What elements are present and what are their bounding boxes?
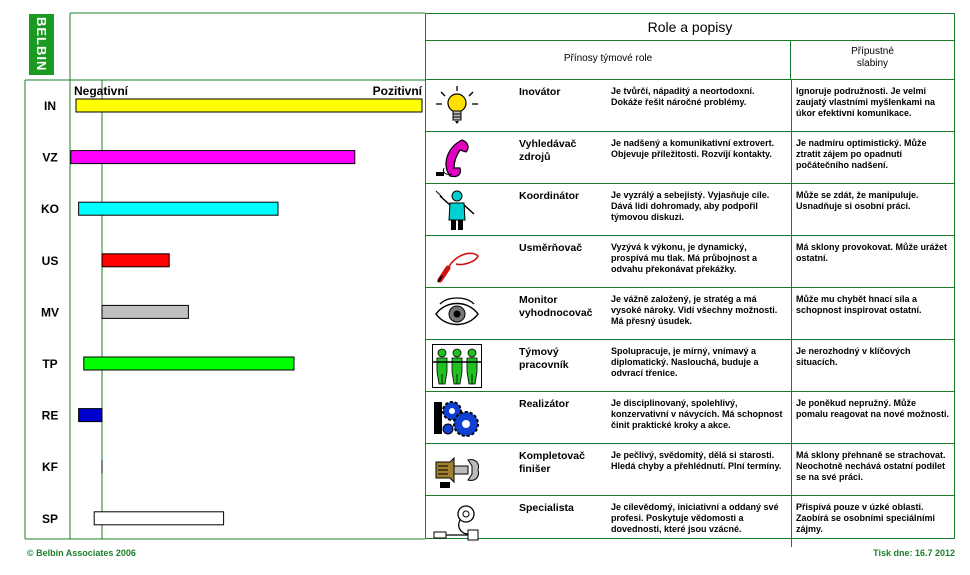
table-row: Realizátor Je disciplinovaný, spolehlivý,…	[426, 392, 954, 444]
col-header-weaknesses-line2: slabiny	[856, 58, 889, 69]
conductor-icon	[432, 188, 482, 232]
bar-re	[78, 408, 103, 423]
role-contribution: Je cílevědomý, iniciativní a oddaný své …	[611, 502, 779, 534]
role-contribution: Je tvůrčí, nápaditý a neortodoxní. Dokáž…	[611, 86, 755, 107]
col-header-weaknesses-line1: Přípustné	[851, 46, 894, 57]
table-row: Koordinátor Je vyzrálý a sebejistý. Vyjas…	[426, 184, 954, 236]
role-name: Kompletovač finišer	[519, 450, 585, 475]
category-label-tp: TP	[42, 357, 57, 371]
role-name: Specialista	[519, 502, 574, 514]
col-header-weaknesses: Přípustné slabiny	[791, 41, 954, 80]
print-date: Tisk dne: 16.7 2012	[873, 548, 955, 558]
bar-ko	[78, 201, 279, 216]
bar-mv	[101, 304, 189, 319]
category-label-vz: VZ	[42, 151, 57, 165]
table-row: Inovátor Je tvůrčí, nápaditý a neortodoxn…	[426, 80, 954, 132]
role-weakness: Může mu chybět hnací síla a schopnost in…	[791, 288, 954, 339]
role-weakness: Přispívá pouze v úzké oblasti. Zaobírá s…	[791, 496, 954, 547]
positive-label: Pozitivní	[373, 84, 423, 98]
plug-icon	[432, 500, 482, 544]
role-weakness: Je nerozhodný v klíčových situacích.	[791, 340, 954, 391]
role-weakness: Ignoruje podružnosti. Je velmi zaujatý v…	[791, 80, 954, 131]
bar-tp	[83, 356, 295, 371]
bar-us	[101, 253, 170, 268]
category-label-kf: KF	[42, 460, 58, 474]
belbin-logo: BELBIN	[29, 14, 54, 75]
col-header-contributions: Přínosy týmové role	[426, 41, 791, 80]
role-name: Inovátor	[519, 86, 561, 98]
role-name: Monitor vyhodnocovač	[519, 294, 593, 319]
role-contribution: Je vážně založený, je stratég a má vysok…	[611, 294, 778, 326]
telephone-icon	[432, 136, 482, 180]
role-contribution: Spolupracuje, je mírný, vnímavý a diplom…	[611, 346, 759, 378]
role-contribution: Je vyzrálý a sebejistý. Vyjasňuje cíle. …	[611, 190, 770, 222]
category-label-re: RE	[42, 409, 59, 423]
role-weakness: Má sklony provokovat. Může urážet ostatn…	[791, 236, 954, 287]
lightbulb-icon	[432, 84, 482, 128]
role-contribution: Vyzývá k výkonu, je dynamický, prospívá …	[611, 242, 758, 274]
role-name: Vyhledávač zdrojů	[519, 138, 577, 163]
roles-table: Role a popisy Přínosy týmové role Přípus…	[425, 13, 955, 547]
table-row: Specialista Je cílevědomý, iniciativní a …	[426, 496, 954, 548]
bar-in	[75, 98, 423, 113]
category-label-ko: KO	[41, 202, 59, 216]
category-label-in: IN	[44, 99, 56, 113]
gears-icon	[432, 396, 482, 440]
role-contribution: Je pečlivý, svědomitý, dělá si starosti.…	[611, 450, 782, 471]
table-title: Role a popisy	[426, 14, 954, 41]
bar-sp	[93, 511, 225, 526]
table-row: Vyhledávač zdrojů Je nadšený a komunikati…	[426, 132, 954, 184]
role-contribution: Je nadšený a komunikativní extrovert. Ob…	[611, 138, 775, 159]
logo-text: BELBIN	[34, 17, 49, 72]
role-weakness: Může se zdát, že manipuluje. Usnadňuje s…	[791, 184, 954, 235]
category-label-mv: MV	[41, 305, 59, 319]
table-row: Monitor vyhodnocovač Je vážně založený, j…	[426, 288, 954, 340]
people-chain-icon	[432, 344, 482, 388]
copyright: © Belbin Associates 2006	[27, 548, 136, 558]
role-name: Usměrňovač	[519, 242, 583, 254]
category-label-sp: SP	[42, 512, 58, 526]
role-name: Týmový pracovník	[519, 346, 569, 371]
role-weakness: Je poněkud nepružný. Může pomalu reagova…	[791, 392, 954, 443]
table-row: Usměrňovač Vyzývá k výkonu, je dynamický,…	[426, 236, 954, 288]
table-row: Týmový pracovník Spolupracuje, je mírný, …	[426, 340, 954, 392]
eye-icon	[432, 292, 482, 336]
role-name: Realizátor	[519, 398, 570, 410]
table-row: Kompletovač finišer Je pečlivý, svědomitý…	[426, 444, 954, 496]
role-weakness: Má sklony přehnaně se strachovat. Neocho…	[791, 444, 954, 495]
category-label-us: US	[42, 254, 59, 268]
role-weakness: Je nadmíru optimistický. Může ztratit zá…	[791, 132, 954, 183]
role-name: Koordinátor	[519, 190, 580, 202]
wrench-hand-icon	[432, 448, 482, 492]
whip-icon	[432, 240, 482, 284]
negative-label: Negativní	[74, 84, 129, 98]
role-contribution: Je disciplinovaný, spolehlivý, konzervat…	[611, 398, 783, 430]
bar-vz	[70, 150, 356, 165]
